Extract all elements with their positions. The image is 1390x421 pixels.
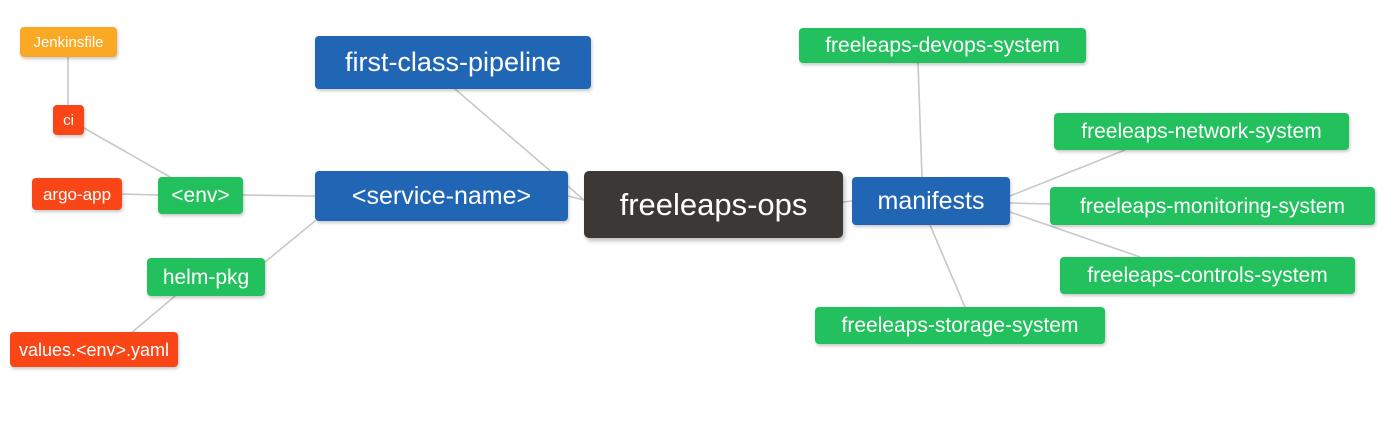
- edge-env-to-argo-app: [121, 193, 159, 196]
- edge-freeleaps-ops-to-service-name: [567, 195, 585, 201]
- node-values-env-yaml[interactable]: values.<env>.yaml: [10, 332, 178, 367]
- node-freeleaps-ops[interactable]: freeleaps-ops: [584, 171, 843, 238]
- node-label: helm-pkg: [162, 265, 250, 289]
- edge-freeleaps-ops-to-manifests: [842, 200, 853, 203]
- edge-manifests-to-freeleaps-monitoring-system: [1009, 202, 1051, 205]
- node-helm-pkg[interactable]: helm-pkg: [147, 258, 265, 296]
- node-label: ci: [63, 111, 74, 129]
- node-freeleaps-network-system[interactable]: freeleaps-network-system: [1054, 113, 1349, 150]
- node-service-name[interactable]: <service-name>: [315, 171, 568, 221]
- node-freeleaps-controls-system[interactable]: freeleaps-controls-system: [1060, 257, 1355, 294]
- edge-env-to-ci: [83, 127, 171, 178]
- node-label: <service-name>: [351, 181, 532, 210]
- node-label: first-class-pipeline: [344, 47, 562, 77]
- edge-manifests-to-freeleaps-devops-system: [917, 62, 923, 178]
- node-label: freeleaps-devops-system: [825, 34, 1060, 57]
- node-label: freeleaps-network-system: [1081, 120, 1322, 143]
- node-label: freeleaps-ops: [619, 187, 808, 222]
- node-label: freeleaps-controls-system: [1087, 264, 1328, 287]
- edge-service-name-to-env: [242, 194, 316, 197]
- node-label: freeleaps-storage-system: [841, 314, 1079, 337]
- node-freeleaps-devops-system[interactable]: freeleaps-devops-system: [799, 28, 1086, 63]
- node-label: argo-app: [42, 184, 112, 204]
- node-freeleaps-storage-system[interactable]: freeleaps-storage-system: [815, 307, 1105, 344]
- node-label: Jenkinsfile: [33, 33, 104, 51]
- node-label: <env>: [171, 184, 230, 207]
- node-manifests[interactable]: manifests: [852, 177, 1010, 225]
- node-env[interactable]: <env>: [158, 177, 243, 214]
- edge-service-name-to-helm-pkg: [264, 220, 316, 263]
- node-label: manifests: [877, 186, 985, 215]
- node-label: freeleaps-monitoring-system: [1080, 194, 1345, 218]
- node-argo-app[interactable]: argo-app: [32, 178, 122, 210]
- node-jenkinsfile[interactable]: Jenkinsfile: [20, 27, 117, 57]
- edge-helm-pkg-to-values-env-yaml: [129, 295, 176, 335]
- node-freeleaps-monitoring-system[interactable]: freeleaps-monitoring-system: [1050, 187, 1375, 225]
- edge-manifests-to-freeleaps-storage-system: [929, 224, 966, 308]
- node-label: values.<env>.yaml: [18, 339, 170, 360]
- node-ci[interactable]: ci: [53, 105, 84, 135]
- node-first-class-pipeline[interactable]: first-class-pipeline: [315, 36, 591, 89]
